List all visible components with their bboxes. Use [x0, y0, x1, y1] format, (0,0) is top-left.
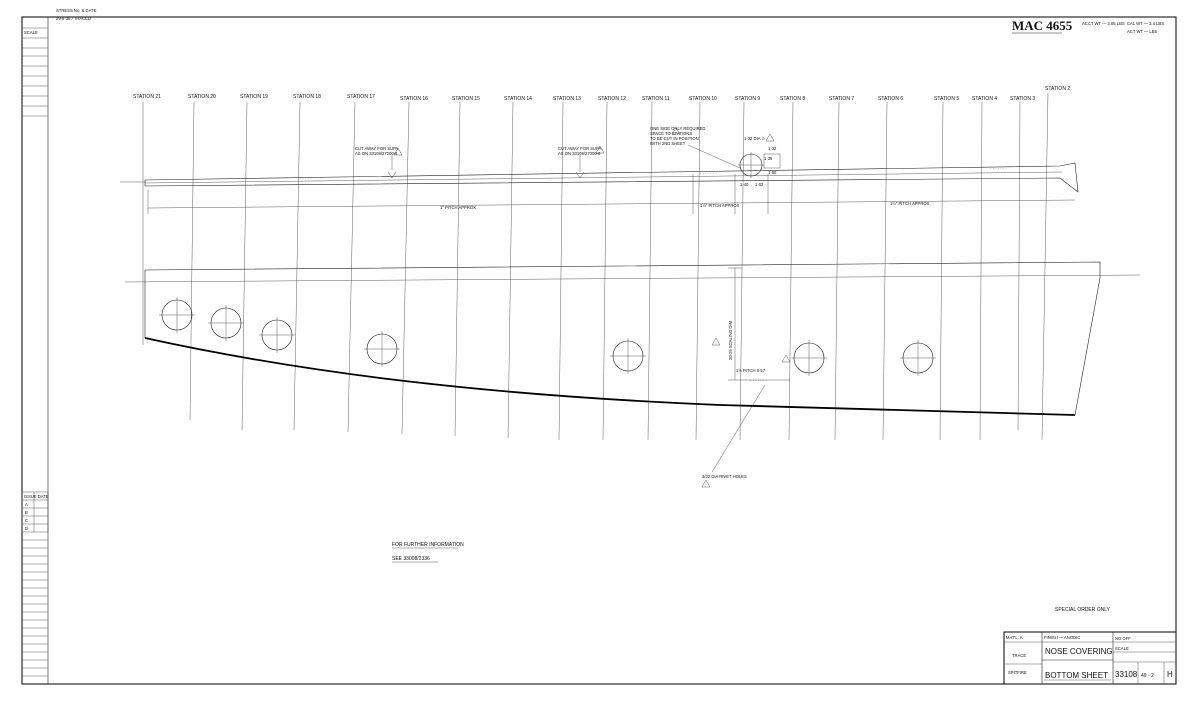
station-label: STATION 14 [504, 96, 532, 102]
weight-note-3: ACT WT — LBS [1127, 29, 1158, 34]
hole [259, 317, 295, 353]
station-label: STATION 5 [934, 96, 959, 102]
station-label: STATION 4 [972, 96, 997, 102]
top-left-note-2: 29·8·38 / TRACED [56, 16, 91, 21]
dim-vertical: 20·25 SCALING DIM [728, 320, 733, 360]
one-side-line-1: ONE SIDE ONLY REQUIRED [650, 126, 705, 131]
one-side-line-3: TO BE CUT IN POSITION [650, 136, 699, 141]
cut-away-2-text: CUT AWAY FOR SUPA [558, 146, 602, 151]
station-label: STATION 9 [735, 96, 760, 102]
rivet-dots: · · · · · [300, 176, 312, 181]
rivet-holes-text: 3/32 DIA RIVET HOLES [702, 474, 747, 479]
dim-e: 1·02 [755, 182, 764, 187]
station-label: STATION 18 [293, 94, 321, 100]
one-side-line-2: SPACE TO STATIONS [650, 131, 692, 136]
hole [208, 305, 244, 341]
dim-b: 1·35 [764, 156, 773, 161]
station-label: STATION 6 [878, 96, 903, 102]
station-label: STATION 20 [188, 94, 216, 100]
further-info-line-2: SEE 33008/2336 [392, 556, 430, 562]
special-order-note: SPECIAL ORDER ONLY [1055, 607, 1111, 613]
drawing-border [21, 16, 1177, 685]
hole [159, 297, 195, 333]
pitch-right: 1½" PITCH APPROX [890, 201, 930, 206]
left-strip-top-note: SCALE [24, 30, 38, 35]
rev-c: C [25, 518, 28, 523]
rivet-row: · · · · · · · [750, 378, 767, 383]
station-label: STATION 12 [598, 96, 626, 102]
hole [900, 340, 936, 376]
pitch-mid: 1½" PITCH APPROX [700, 203, 740, 208]
edge-view-strip: 1" PITCH APPROX 1½" PITCH APPROX 1½" PIT… [120, 162, 1079, 214]
one-side-line-4: WITH 2ND SHEET [650, 141, 686, 146]
cut-away-note-2: CUT AWAY FOR SUPA AS ON 33108/27000-6 [558, 145, 605, 179]
station-label: STATION 3 [1010, 96, 1035, 102]
material: MAT'L: A [1006, 635, 1023, 640]
dim-a: 1·32 [768, 146, 777, 151]
issue-letter: H [1167, 670, 1173, 679]
lightening-holes [159, 297, 936, 376]
top-left-note-1: STRESS No. & DATE [56, 8, 97, 13]
cut-away-note-1: CUT AWAY FOR SUPA AS ON 33108/27000-6 [355, 146, 403, 179]
rivet-dots: · · · · · · · [700, 171, 717, 176]
no-off: NO OFF [1115, 636, 1131, 641]
sheet-number: 49 - 2 [1141, 673, 1154, 679]
rivet-holes-callout: 3/32 DIA RIVET HOLES [701, 384, 766, 488]
drawing-number: 33108 [1115, 670, 1138, 679]
one-side-note: ONE SIDE ONLY REQUIRED SPACE TO STATIONS… [650, 126, 741, 169]
cut-away-2b-text: AS ON 33108/27000-6 [558, 151, 601, 156]
rev-d: D [25, 526, 28, 531]
rivet-dots: · · · · · · · [990, 166, 1007, 171]
station-label: STATION 10 [689, 96, 717, 102]
further-info-line-1: FOR FURTHER INFORMATION [392, 542, 464, 548]
dim-d: 1·40 [740, 182, 749, 187]
station-lines [142, 92, 1049, 441]
rev-a: A [25, 502, 28, 507]
station-label: STATION 7 [829, 96, 854, 102]
weight-note-1: ACCT WT — 3.65 LBS [1082, 21, 1125, 26]
station-label: STATION 16 [400, 96, 428, 102]
hole-detail: 1·32 DIA ⊙ 1·32 1·35 1·50 1·40 1·02 [738, 133, 781, 187]
datum-line [124, 274, 1141, 283]
station-label: STATION 21 [133, 94, 161, 100]
cut-away-1-text: CUT AWAY FOR SUPA [355, 146, 399, 151]
title-line-1: NOSE COVERING [1045, 647, 1113, 656]
hole [364, 331, 400, 367]
station-label: STATION 19 [240, 94, 268, 100]
station-label: STATION 17 [347, 94, 375, 100]
dim-top: 1·32 DIA ⊙ [744, 136, 765, 141]
scale-note: SCALE [1115, 646, 1129, 651]
weight-note-2: CAL WT — 3.4 LBS [1127, 21, 1164, 26]
dim-c: 1·50 [768, 170, 777, 175]
finish: FINISH — ANODIC [1044, 635, 1080, 640]
bottom-sheet-outline [144, 261, 1101, 416]
station-label: STATION 15 [452, 96, 480, 102]
hole [791, 340, 827, 376]
scaling-dimension: 20·25 SCALING DIM 1½ PITCH 0·57 · · · · … [711, 267, 791, 383]
station-label: STATION 13 [553, 96, 581, 102]
pitch-left: 1" PITCH APPROX [440, 205, 476, 210]
title-block: MAT'L: A FINISH — ANODIC NO OFF SCALE TR… [1003, 631, 1177, 685]
revision-header: ISSUE DATE [24, 494, 49, 499]
drawing-number-label: MAC 4655 [1012, 18, 1073, 33]
cut-away-1b-text: AS ON 33108/27000-6 [355, 151, 398, 156]
title-line-2: BOTTOM SHEET [1045, 671, 1108, 680]
station-label: STATION 8 [780, 96, 805, 102]
rev-b: B [25, 510, 28, 515]
pitch-bottom: 1½ PITCH 0·57 [736, 368, 766, 373]
left-info-strip: SCALE ISSUE DATE A B C D [21, 17, 49, 684]
station-label: STATION 11 [642, 96, 670, 102]
trace: TRACE [1012, 653, 1026, 658]
spitfire: SPITFIRE [1008, 670, 1027, 675]
station-labels: STATION 21 STATION 20 STATION 19 STATION… [133, 86, 1070, 102]
hole [610, 338, 646, 374]
station-label: STATION 2 [1045, 86, 1070, 92]
